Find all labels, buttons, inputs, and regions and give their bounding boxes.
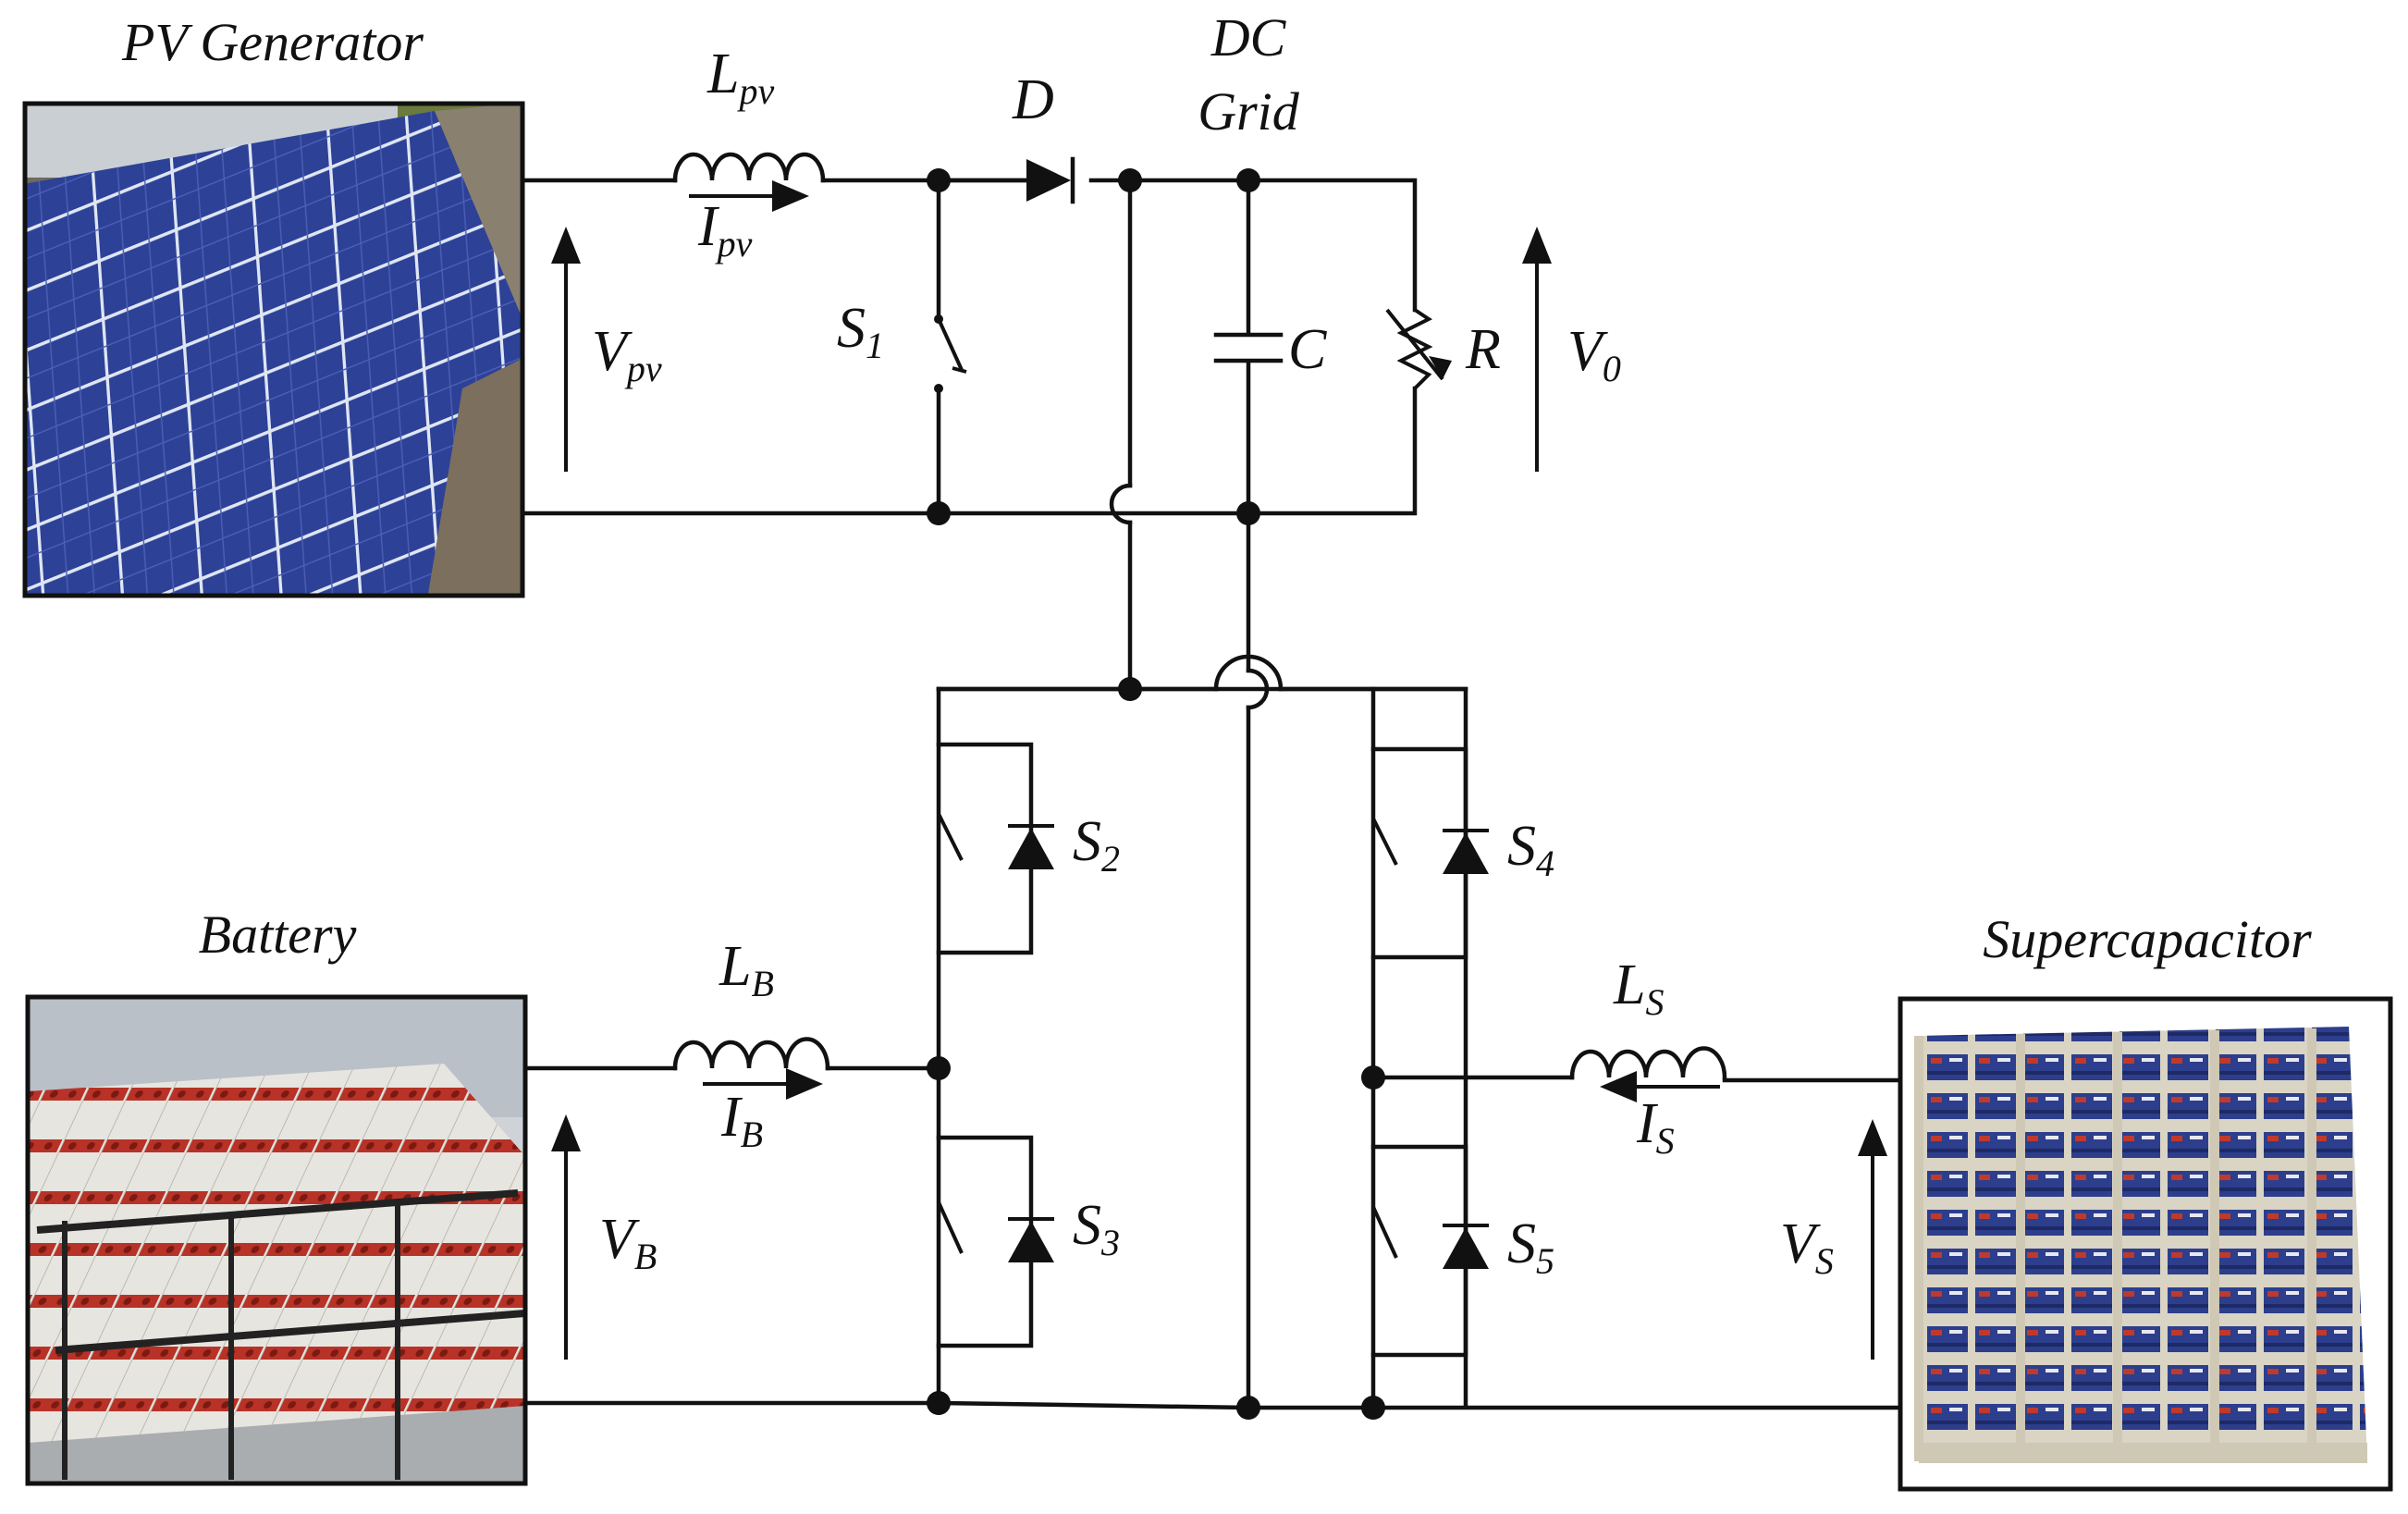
label-lpv: Lpv <box>706 43 774 112</box>
label-ib: IB <box>720 1086 763 1155</box>
circuit-wires <box>520 178 1903 1410</box>
current-arrow-is <box>1600 1071 1720 1102</box>
pv-generator-image <box>22 101 525 598</box>
voltage-arrow-vs <box>1858 1119 1887 1360</box>
label-r: R <box>1465 318 1501 381</box>
switch-cell-s3 <box>936 1135 1054 1348</box>
label-c: C <box>1288 318 1327 381</box>
junction-nodes <box>927 168 1385 1420</box>
switch-cell-s5 <box>1370 1144 1489 1358</box>
label-s2: S2 <box>1073 810 1120 880</box>
label-ls: LS <box>1613 954 1664 1023</box>
dc-grid-title-line1: DC <box>1210 7 1287 68</box>
switch-cell-s4 <box>1370 746 1489 960</box>
resistor-r <box>1385 308 1452 390</box>
voltage-arrow-v0 <box>1522 227 1552 472</box>
battery-title: Battery <box>199 905 357 965</box>
pv-generator-title: PV Generator <box>121 12 424 72</box>
label-ipv: Ipv <box>697 195 753 265</box>
current-arrow-ib <box>703 1068 823 1100</box>
current-arrow-ipv <box>689 180 809 212</box>
battery-image <box>25 994 528 1486</box>
inductor-lpv <box>672 152 826 183</box>
capacitor-c <box>1213 332 1284 363</box>
label-d: D <box>1012 68 1054 131</box>
label-v0: V0 <box>1567 320 1621 389</box>
switch-s1 <box>934 314 967 393</box>
label-s5: S5 <box>1507 1212 1554 1282</box>
switch-cell-s2 <box>936 742 1054 955</box>
voltage-arrow-vb <box>551 1114 581 1360</box>
inductor-ls <box>1569 1046 1727 1080</box>
dc-grid-title-line2: Grid <box>1198 81 1300 142</box>
label-s3: S3 <box>1073 1194 1120 1263</box>
supercapacitor-image <box>1898 996 2393 1492</box>
label-is: IS <box>1636 1092 1675 1162</box>
diode-d <box>936 156 1075 204</box>
label-lb: LB <box>719 935 774 1004</box>
label-vb: VB <box>599 1208 657 1277</box>
label-vs: VS <box>1780 1212 1834 1282</box>
inductor-lb <box>672 1037 830 1071</box>
label-s4: S4 <box>1507 815 1554 884</box>
supercapacitor-title: Supercapacitor <box>1983 909 2312 969</box>
voltage-arrow-vpv <box>551 227 581 472</box>
label-vpv: Vpv <box>592 320 662 389</box>
label-s1: S1 <box>837 297 884 366</box>
